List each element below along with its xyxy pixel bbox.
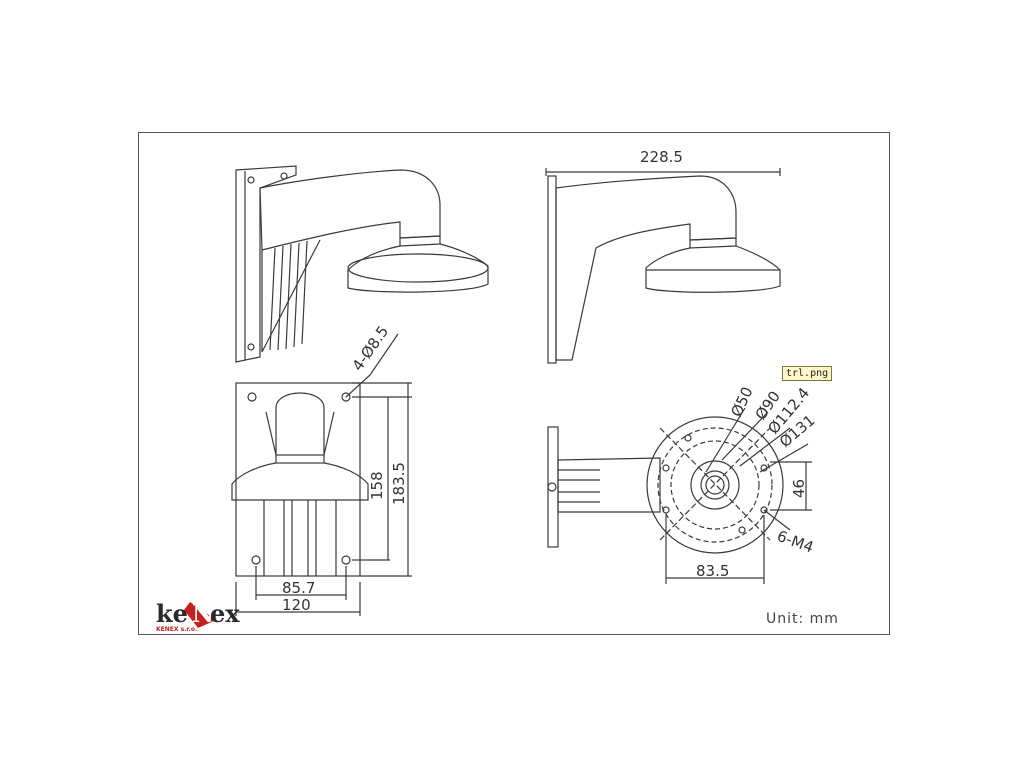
bracket-side-view xyxy=(545,168,781,364)
dim-height-inner: 158 xyxy=(368,471,386,500)
kenex-logo: ke N ex KENEX s.r.o. xyxy=(156,599,240,633)
svg-text:ke: ke xyxy=(156,599,188,628)
dim-hole-spec: 4-Ø8.5 xyxy=(349,323,393,375)
unit-label: Unit: mm xyxy=(766,611,839,627)
svg-text:KENEX s.r.o.: KENEX s.r.o. xyxy=(156,626,197,633)
dim-offset-46: 46 xyxy=(790,479,808,498)
dim-hole-spacing: 85.7 xyxy=(282,579,315,597)
svg-text:N: N xyxy=(192,599,214,628)
bracket-perspective-view xyxy=(235,165,489,363)
dim-total-width: 228.5 xyxy=(640,148,683,166)
file-tag: trl.png xyxy=(782,366,833,381)
dim-height-outer: 183.5 xyxy=(390,462,408,505)
svg-text:ex: ex xyxy=(210,599,240,628)
dim-thread: 6-M4 xyxy=(775,527,816,557)
dim-span-835: 83.5 xyxy=(696,562,729,580)
dim-plate-width: 120 xyxy=(282,596,311,614)
bracket-bottom-view xyxy=(547,407,812,584)
bracket-front-view xyxy=(231,333,412,616)
